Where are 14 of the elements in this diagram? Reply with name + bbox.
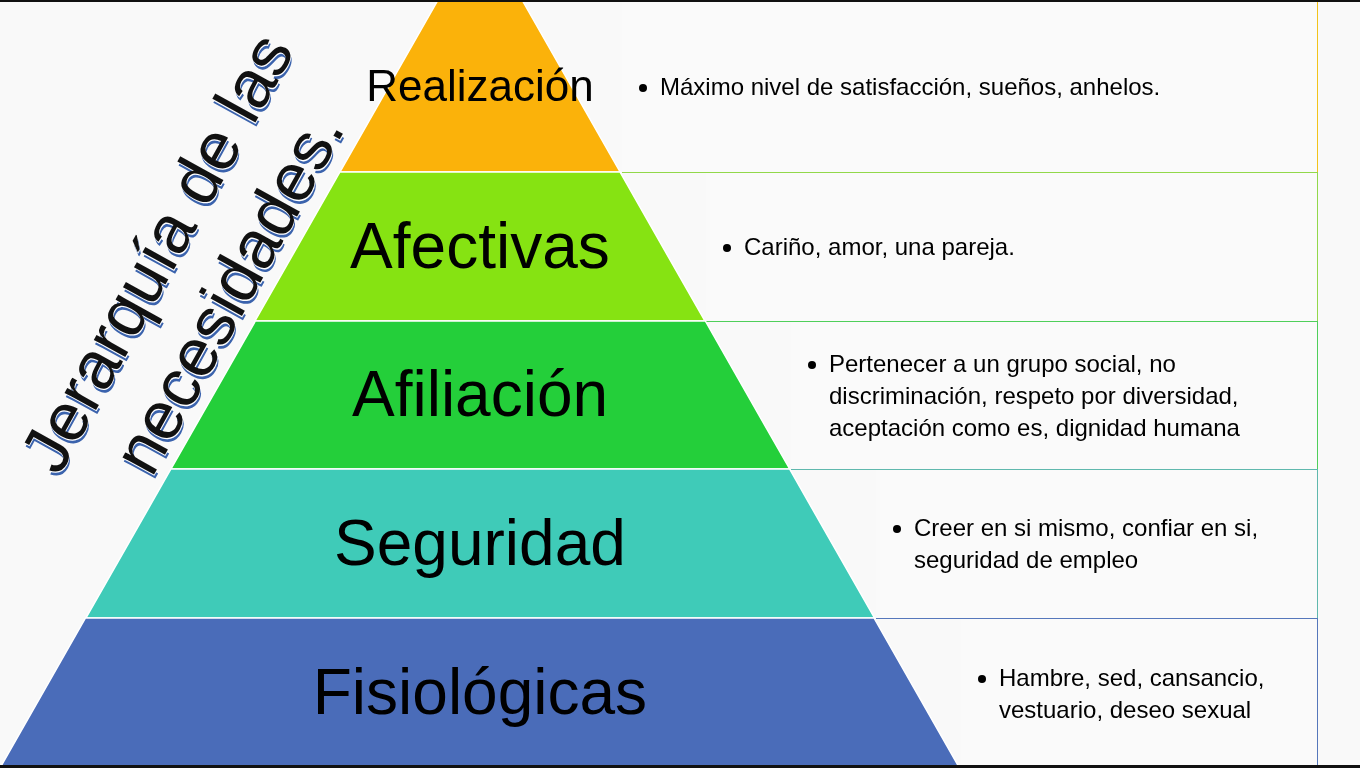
description-box	[791, 321, 1318, 470]
description-text: Cariño, amor, una pareja.	[744, 232, 1015, 262]
pyramid-tier	[0, 618, 960, 768]
description-text: Hambre, sed, cansancio, vestuario, deseo sexual	[999, 662, 1266, 725]
description-box	[876, 469, 1318, 619]
description-text: Creer en si mismo, confiar en si, seguridad de empleo	[914, 513, 1260, 575]
description-text: Pertenecer a un grupo social, no discriminación, respeto por diversidad, aceptación como es, dignidad humana	[829, 348, 1241, 443]
tier-label: Fisiológicas	[312, 657, 648, 729]
tier-label: Seguridad	[334, 507, 626, 580]
description-box	[706, 172, 1318, 322]
tier-label: Afiliación	[351, 359, 609, 431]
tier-label: Afectivas	[350, 210, 610, 283]
description-text: Máximo nivel de satisfacción, sueños, anhelos.	[660, 71, 1161, 102]
description-box	[622, 0, 1318, 173]
